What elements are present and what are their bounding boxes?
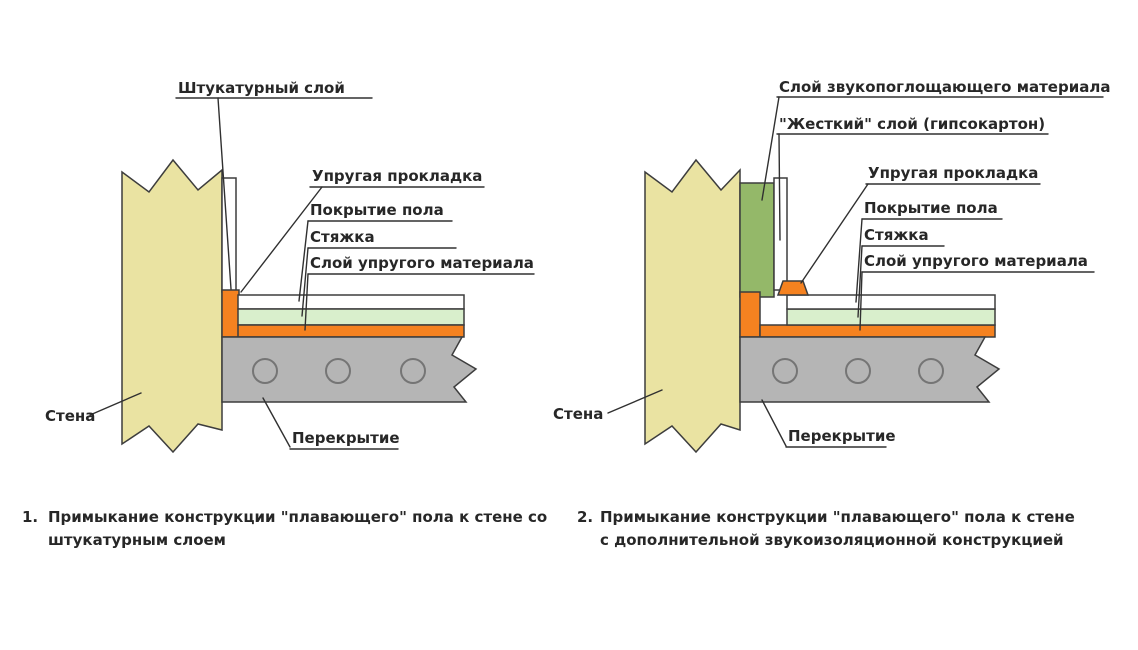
caption-line-1: Примыкание конструкции "плавающего" пола… — [48, 508, 547, 526]
label-screed: Стяжка — [864, 226, 929, 244]
wall-section — [121, 158, 223, 454]
leader-screed — [857, 245, 863, 318]
leader-covering — [855, 218, 863, 303]
label-wall: Стена — [45, 407, 95, 425]
leader-gasket — [240, 186, 323, 293]
leader-screed — [301, 247, 309, 317]
leader-wall — [89, 392, 142, 416]
label-slab: Перекрытие — [292, 429, 400, 447]
caption-number: 1. — [22, 508, 38, 526]
screed-layer — [237, 308, 465, 326]
diagram-right: Слой звукопоглощающего материала "Жестки… — [553, 78, 1110, 549]
label-covering: Покрытие пола — [864, 199, 998, 217]
elastic-gasket — [221, 289, 240, 338]
sound-absorber-layer — [739, 182, 775, 298]
wall-section — [644, 158, 741, 454]
label-absorber: Слой звукопоглощающего материала — [779, 78, 1110, 96]
label-covering: Покрытие пола — [310, 201, 444, 219]
slab-void-circle — [252, 358, 278, 384]
caption-line-2: с дополнительной звукоизоляционной конст… — [600, 531, 1064, 549]
slab-void-circle — [400, 358, 426, 384]
floor-covering-layer — [786, 294, 996, 310]
leader-slab — [761, 399, 787, 447]
leader-elastic — [859, 271, 863, 331]
slab-void-circle — [845, 358, 871, 384]
label-plaster: Штукатурный слой — [178, 79, 345, 97]
floor-covering-layer — [237, 294, 465, 310]
leader-absorber — [761, 96, 780, 201]
label-elastic: Слой упругого материала — [864, 252, 1088, 270]
caption-number: 2. — [577, 508, 593, 526]
elastic-material-layer — [237, 324, 465, 338]
corner-elastic-strip — [739, 291, 761, 338]
caption-line-2: штукатурным слоем — [48, 531, 226, 549]
slab-void-circle — [325, 358, 351, 384]
label-gasket: Упругая прокладка — [868, 164, 1038, 182]
leader-gasket — [800, 183, 869, 284]
screed-layer — [786, 308, 996, 326]
label-slab: Перекрытие — [788, 427, 896, 445]
leader-elastic — [304, 273, 309, 331]
diagram-left: Штукатурный слой Упругая прокладка Покры… — [22, 79, 547, 549]
slab-void-circle — [772, 358, 798, 384]
leader-rigid — [778, 133, 781, 241]
label-elastic: Слой упругого материала — [310, 254, 534, 272]
leader-plaster — [217, 97, 232, 290]
label-wall: Стена — [553, 405, 603, 423]
caption-line-1: Примыкание конструкции "плавающего" пола… — [600, 508, 1075, 526]
label-screed: Стяжка — [310, 228, 375, 246]
leader-wall — [607, 389, 663, 414]
slab-void-circle — [918, 358, 944, 384]
label-rigid: "Жесткий" слой (гипсокартон) — [779, 115, 1045, 133]
elastic-material-layer — [759, 324, 996, 338]
leader-slab — [262, 397, 291, 448]
label-gasket: Упругая прокладка — [312, 167, 482, 185]
elastic-gasket — [776, 280, 810, 296]
leader-covering — [298, 220, 309, 302]
